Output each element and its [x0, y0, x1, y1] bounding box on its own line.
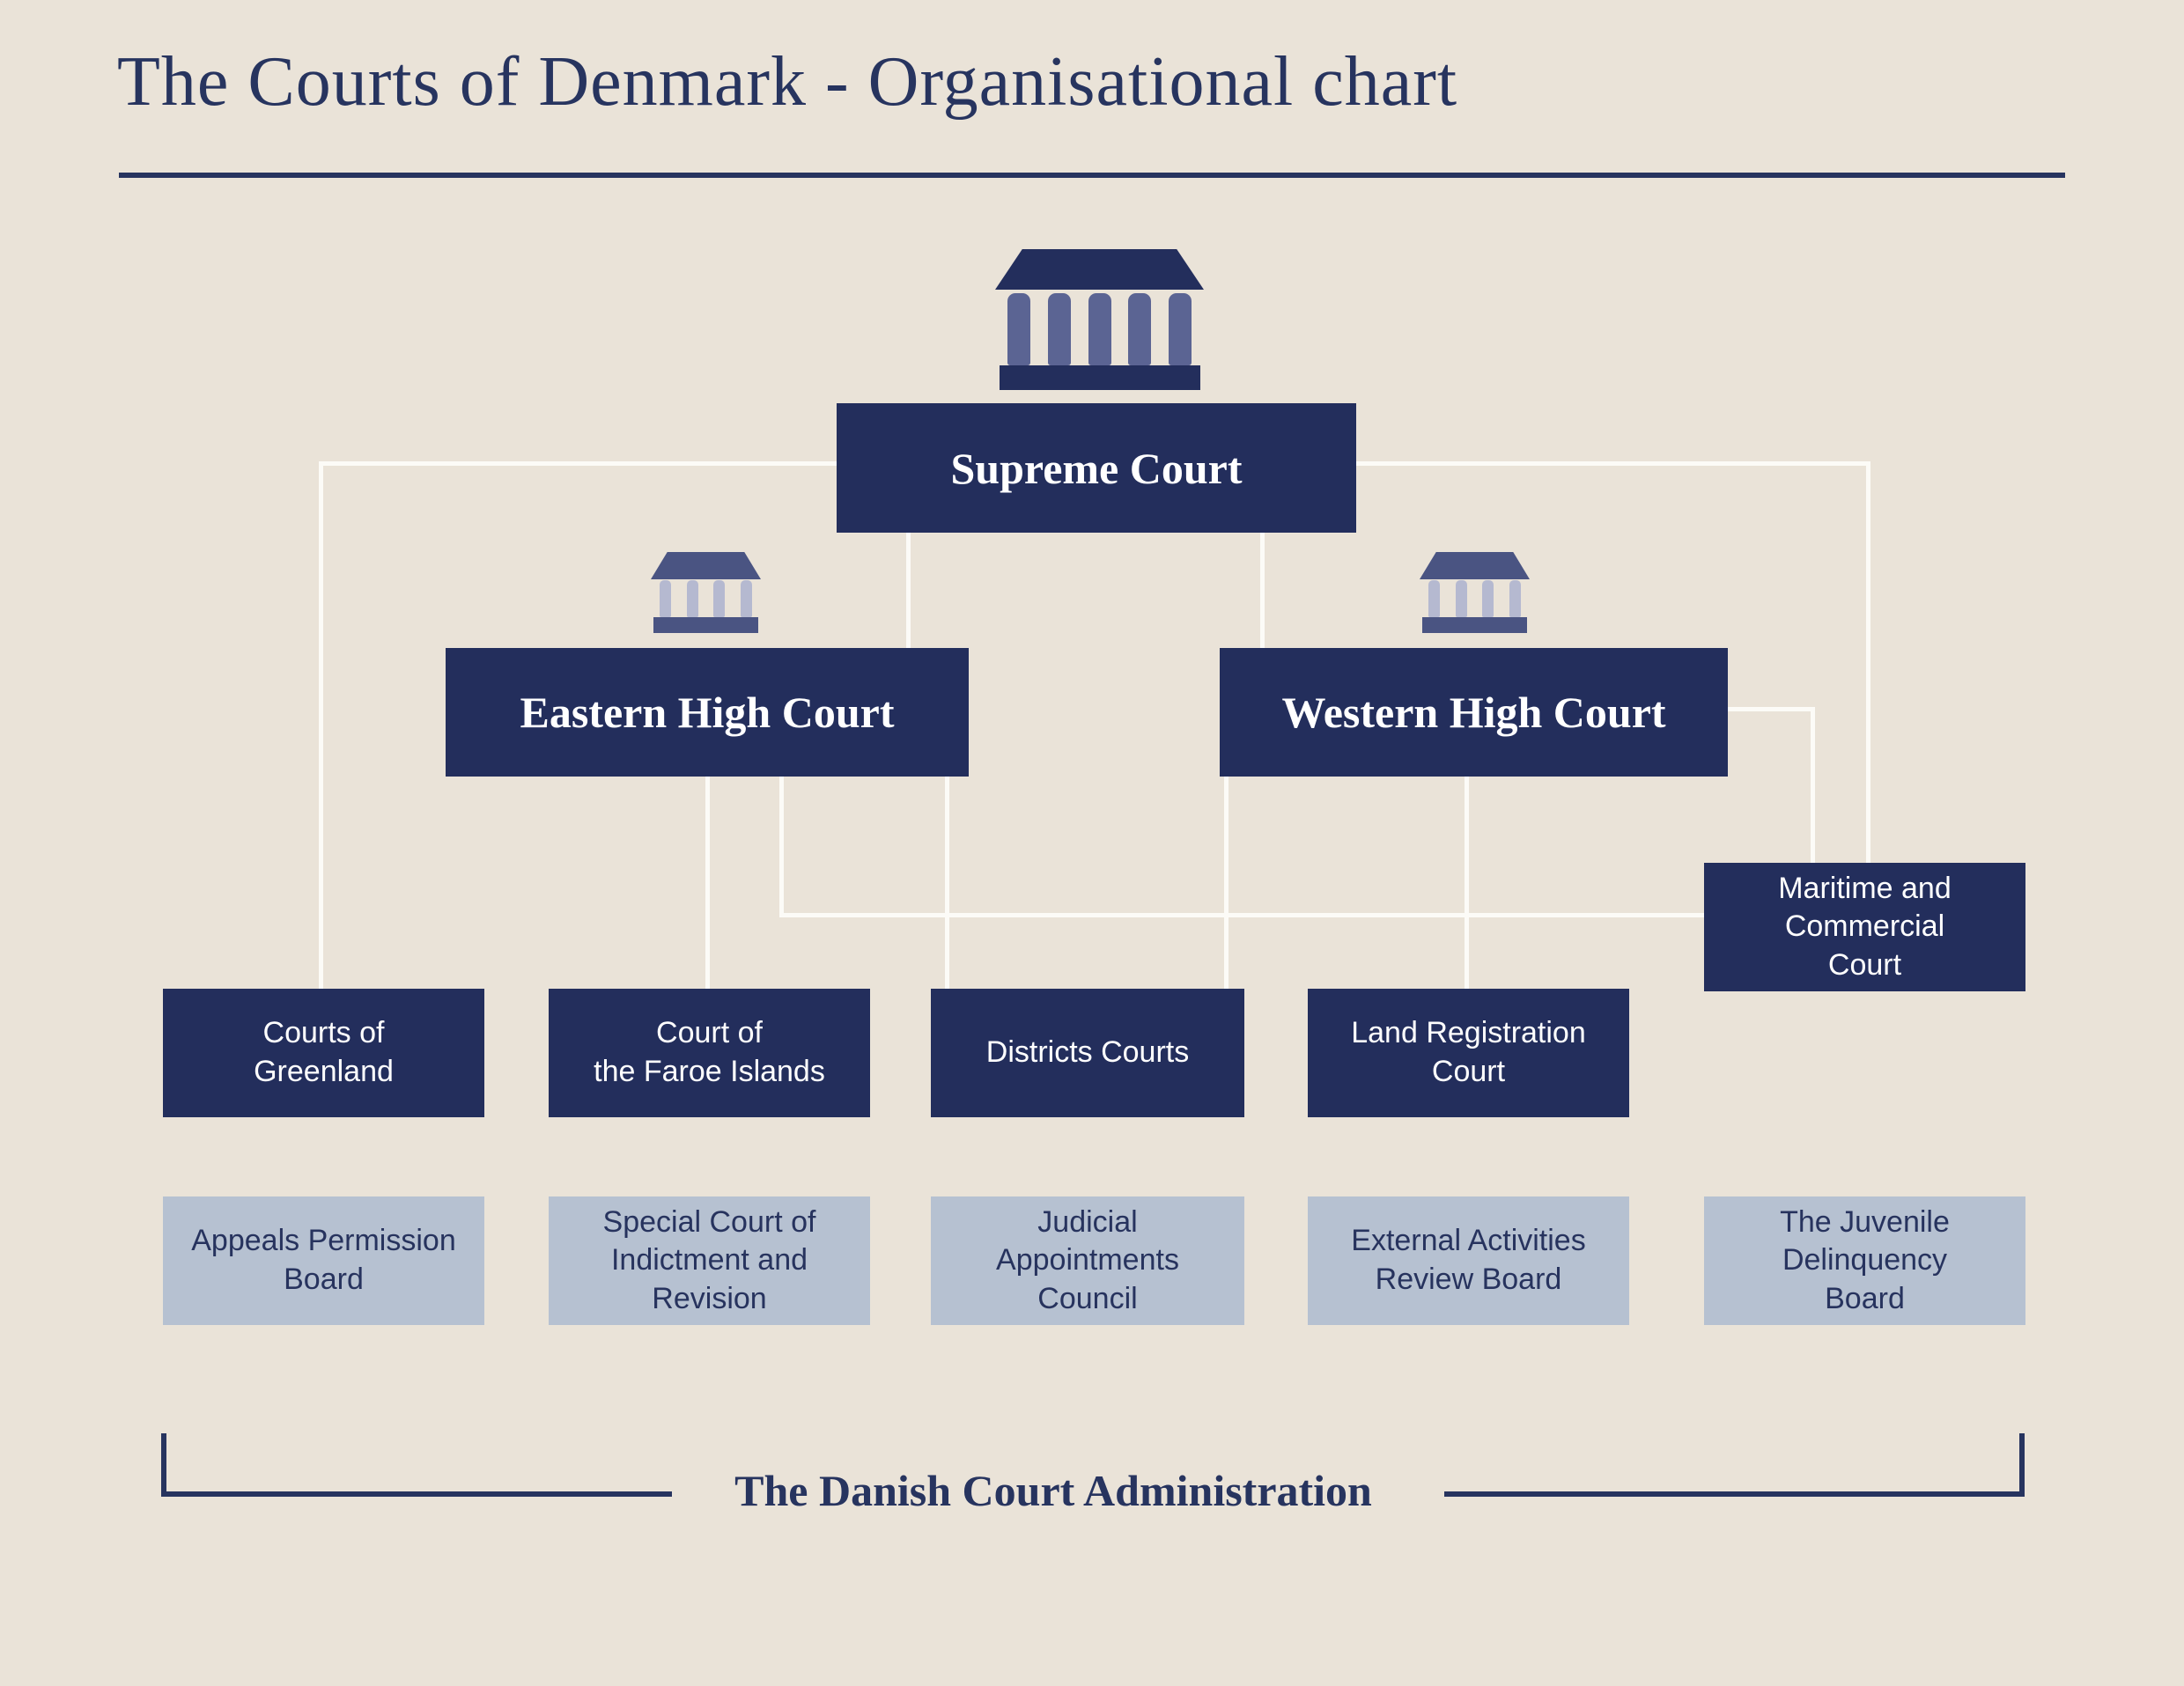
connector-western-districts [1224, 774, 1228, 991]
bracket-right-tick [2019, 1433, 2025, 1497]
node-western-high-court: Western High Court [1220, 648, 1728, 777]
footer-label: The Danish Court Administration [734, 1466, 1372, 1515]
connector-western-maritime-vertical [1811, 707, 1815, 865]
connector-western-land [1465, 774, 1469, 991]
western-courthouse-icon [1420, 552, 1530, 633]
bracket-left-tick [161, 1433, 166, 1497]
courthouse-columns [1007, 293, 1192, 365]
connector-left-vertical [319, 461, 323, 990]
courthouse-columns [1428, 580, 1521, 617]
node-districts-courts: Districts Courts [931, 989, 1244, 1117]
node-special-court-of-indictment-and-revision: Special Court of Indictment and Revision [549, 1196, 870, 1325]
page-title: The Courts of Denmark - Organisational c… [117, 43, 1458, 121]
connector-supreme-eastern [906, 531, 911, 651]
courthouse-base [999, 365, 1200, 390]
connector-supreme-western [1260, 531, 1265, 651]
supreme-courthouse-icon [995, 249, 1204, 390]
node-land-registration-court: Land Registration Court [1308, 989, 1629, 1117]
bracket-left-segment [161, 1491, 672, 1497]
title-rule [119, 173, 2065, 178]
node-court-of-the-faroe-islands: Court of the Faroe Islands [549, 989, 870, 1117]
courthouse-roof [995, 249, 1204, 290]
connector-eastern-drop [779, 773, 784, 917]
node-eastern-high-court: Eastern High Court [446, 648, 969, 777]
eastern-courthouse-icon [651, 552, 761, 633]
node-external-activities-review-board: External Activities Review Board [1308, 1196, 1629, 1325]
node-judicial-appointments-council: Judicial Appointments Council [931, 1196, 1244, 1325]
node-appeals-permission-board: Appeals Permission Board [163, 1196, 484, 1325]
courthouse-roof [651, 552, 761, 579]
node-maritime-commercial-court: Maritime and Commercial Court [1704, 863, 2025, 991]
node-supreme-court: Supreme Court [837, 403, 1356, 533]
connector-western-maritime-horizontal [1726, 707, 1815, 711]
courthouse-base [1422, 617, 1527, 633]
node-courts-of-greenland: Courts of Greenland [163, 989, 484, 1117]
courthouse-columns [660, 580, 752, 617]
connector-eastern-faroe [705, 773, 710, 991]
connector-mid-horizontal [779, 913, 1706, 917]
courthouse-roof [1420, 552, 1530, 579]
node-juvenile-delinquency-board: The Juvenile Delinquency Board [1704, 1196, 2025, 1325]
connector-right-vertical [1866, 461, 1870, 865]
bracket-right-segment [1444, 1491, 2025, 1497]
connector-eastern-districts [945, 773, 949, 991]
courthouse-base [653, 617, 758, 633]
